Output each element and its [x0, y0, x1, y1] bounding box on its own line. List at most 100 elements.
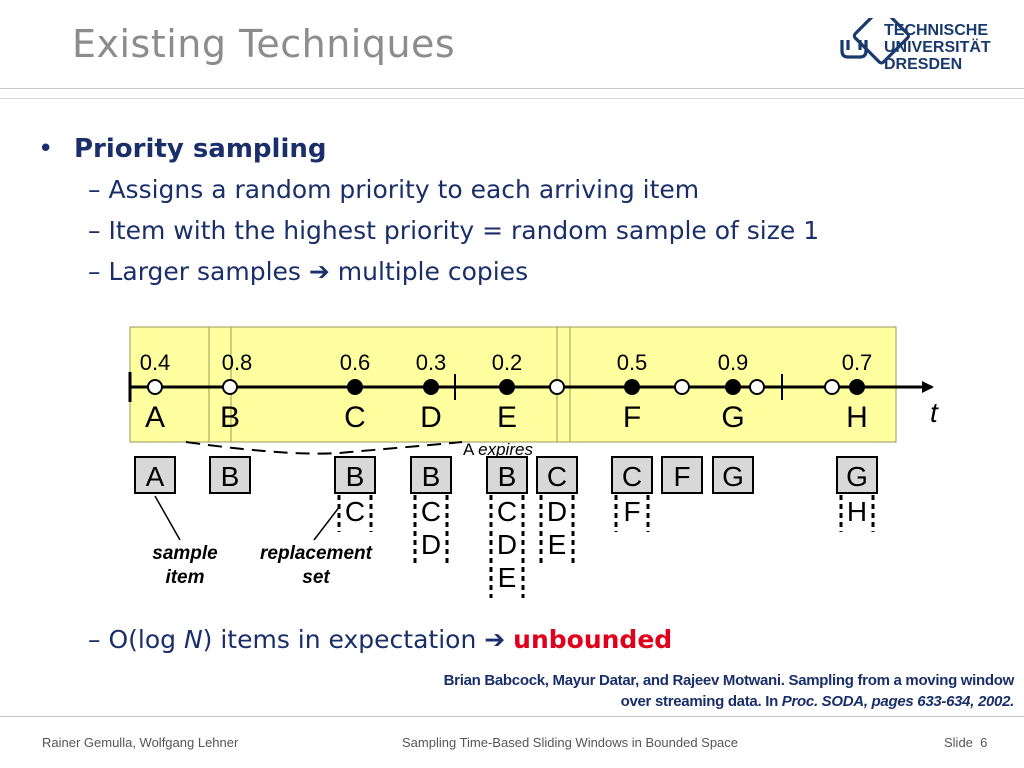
replacement-item: C	[421, 496, 441, 527]
item-label-c: C	[344, 401, 366, 434]
tu-dresden-logo	[840, 18, 911, 65]
replacement-item: H	[847, 496, 867, 527]
sample-box-label: C	[622, 461, 642, 492]
sample-box-label: F	[673, 461, 690, 492]
bullet-priority-sampling: • Priority sampling	[38, 134, 326, 164]
sample-stack: GH	[836, 456, 878, 532]
replacement-item: F	[623, 496, 640, 527]
item-label-b: B	[220, 401, 240, 434]
item-priority-f: 0.5	[617, 350, 648, 375]
sample-box	[712, 456, 754, 494]
header-rule	[0, 88, 1024, 89]
expires-annotation: A expires	[463, 440, 533, 459]
tu-dresden-wordmark: TECHNISCHE UNIVERSITÄT DRESDEN	[884, 22, 991, 73]
footer-slide-number: Slide 6	[944, 735, 988, 750]
item-marker-e	[499, 379, 515, 395]
slide-title: Existing Techniques	[72, 22, 456, 66]
tu-dresden-emblem-icon	[840, 18, 911, 65]
time-axis-label: t	[930, 397, 939, 428]
item-label-g: G	[721, 401, 744, 434]
sample-box-label: B	[498, 461, 517, 492]
footer-rule	[0, 716, 1024, 717]
item-priority-a: 0.4	[140, 350, 171, 375]
sample-stack: B	[209, 456, 251, 494]
sub-bullet-3-text: Larger samples	[108, 257, 301, 286]
item-label-e: E	[497, 401, 517, 434]
sub-bullet-2: – Item with the highest priority = rando…	[88, 216, 820, 245]
expired-item-marker	[824, 379, 840, 395]
sample-stack: CF	[611, 456, 653, 532]
header-rule-secondary	[0, 98, 1024, 99]
expired-item-marker	[749, 379, 765, 395]
expired-item-marker	[674, 379, 690, 395]
sample-box	[334, 456, 376, 494]
citation: Brian Babcock, Mayur Datar, and Rajeev M…	[443, 670, 1015, 712]
sample-stack: F	[661, 456, 703, 494]
item-priority-d: 0.3	[416, 350, 447, 375]
sample-box-label: B	[221, 461, 240, 492]
citation-line-1: Brian Babcock, Mayur Datar, and Rajeev M…	[443, 672, 1015, 689]
sample-item-pointer	[154, 495, 181, 541]
arrow-right-icon: ➔	[308, 257, 330, 286]
bullet-dot-icon: •	[38, 134, 54, 164]
sample-box-label: G	[846, 461, 868, 492]
citation-line-2: over streaming data. In Proc. SODA, page…	[620, 693, 1015, 710]
sample-box-label: B	[346, 461, 365, 492]
sample-box-label: G	[722, 461, 744, 492]
sample-box	[836, 456, 878, 494]
sub-bullet-3: – Larger samples ➔ multiple copies	[88, 257, 529, 286]
sample-stack: A	[134, 456, 176, 494]
sample-box	[134, 456, 176, 494]
replacement-item: E	[498, 562, 517, 593]
expired-item-marker	[222, 379, 238, 395]
replacement-item: D	[547, 496, 567, 527]
item-priority-h: 0.7	[842, 350, 873, 375]
expired-item-marker	[549, 379, 565, 395]
sample-stack: BCD	[410, 456, 452, 565]
complexity-n: N	[183, 625, 203, 654]
legend-replacement-set-line2: set	[302, 567, 330, 588]
sample-box	[536, 456, 578, 494]
replacement-item: E	[548, 529, 567, 560]
item-label-f: F	[623, 401, 641, 434]
replacement-item: C	[497, 496, 517, 527]
sample-stack: BC	[334, 456, 376, 532]
legend-sample-item-line1: sample	[152, 543, 218, 564]
item-marker-c	[347, 379, 363, 395]
sub-bullet-1-text: Assigns a random priority to each arrivi…	[108, 175, 700, 204]
unbounded-emphasis: unbounded	[513, 625, 673, 654]
sub-bullet-4: – O(log N) items in expectation ➔ unboun…	[88, 625, 673, 654]
sample-box	[209, 456, 251, 494]
sub-bullet-3-after: multiple copies	[337, 257, 529, 286]
sample-box	[661, 456, 703, 494]
legend-sample-item-line2: item	[165, 567, 204, 588]
stream-items: 0.4A0.8B0.6C0.3D0.2E0.5F0.9G0.7H	[140, 350, 873, 434]
item-priority-g: 0.9	[718, 350, 749, 375]
sample-box-label: B	[422, 461, 441, 492]
sample-box-label: A	[146, 461, 165, 492]
replacement-item: C	[345, 496, 365, 527]
sample-stack: CDE	[536, 456, 578, 565]
item-label-a: A	[145, 401, 165, 434]
sub-bullet-2-text: Item with the highest priority = random …	[108, 216, 820, 245]
expired-item-marker	[147, 379, 163, 395]
footer-authors: Rainer Gemulla, Wolfgang Lehner	[42, 735, 239, 750]
item-priority-c: 0.6	[340, 350, 371, 375]
replacement-item: D	[497, 529, 517, 560]
complexity-prefix: O(log	[108, 625, 184, 654]
sample-box	[611, 456, 653, 494]
replacement-set-pointer	[313, 505, 341, 541]
sample-box	[410, 456, 452, 494]
expiry-dashed-arc	[185, 441, 463, 455]
item-label-h: H	[846, 401, 868, 434]
item-priority-e: 0.2	[492, 350, 523, 375]
sample-box-label: C	[547, 461, 567, 492]
item-marker-f	[624, 379, 640, 395]
bullet-text: Priority sampling	[74, 134, 327, 164]
legend-replacement-set-line1: replacement	[260, 543, 373, 564]
item-marker-h	[849, 379, 865, 395]
item-marker-g	[725, 379, 741, 395]
item-label-d: D	[420, 401, 442, 434]
